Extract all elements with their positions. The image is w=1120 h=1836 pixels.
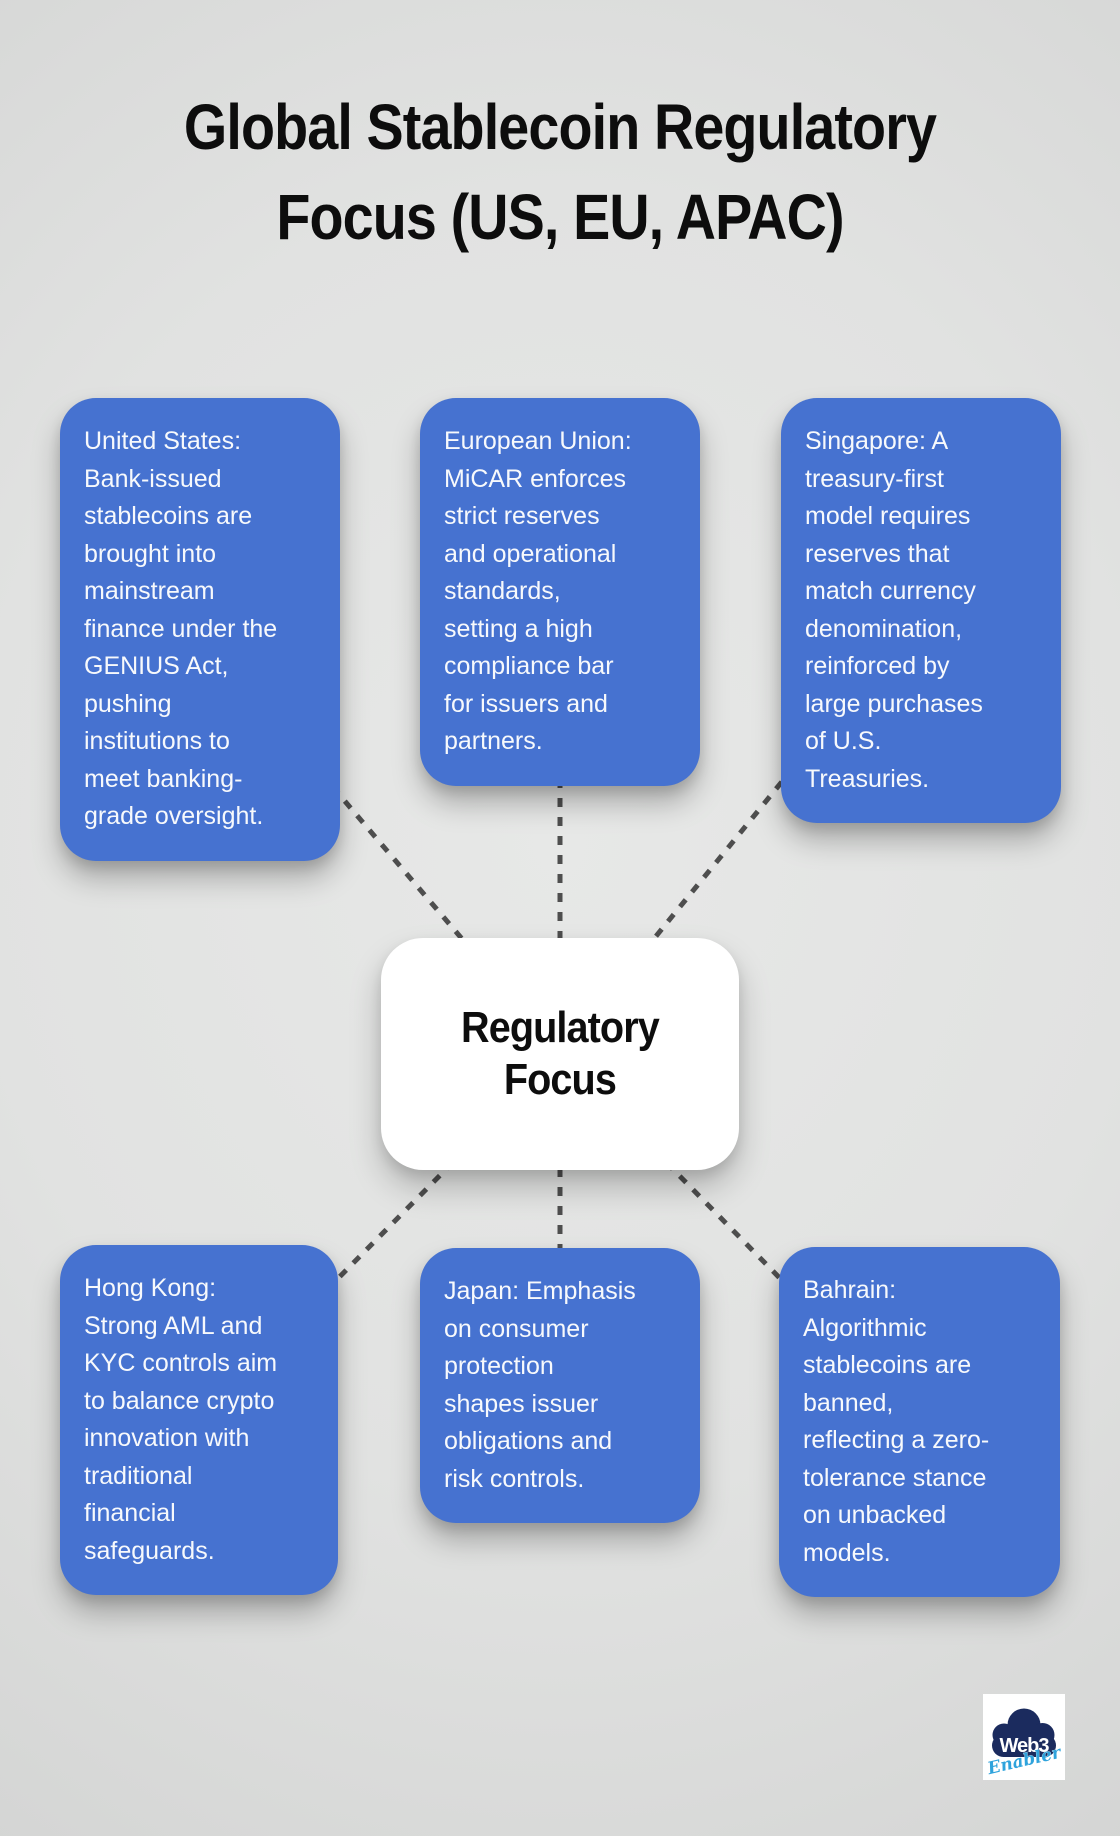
node-united-states: United States: Bank-issued stablecoins a… xyxy=(60,398,340,861)
central-node: Regulatory Focus xyxy=(381,938,739,1170)
page-title: Global Stablecoin Regulatory Focus (US, … xyxy=(183,91,937,253)
node-bahrain: Bahrain: Algorithmic stablecoins are ban… xyxy=(779,1247,1060,1597)
logo-text-web3: Web3 xyxy=(1000,1735,1050,1757)
web3-enabler-logo: Web3 Enabler xyxy=(983,1694,1065,1780)
node-japan: Japan: Emphasis on consumer protection s… xyxy=(420,1248,700,1523)
node-european-union: European Union: MiCAR enforces strict re… xyxy=(420,398,700,786)
node-singapore: Singapore: A treasury-first model requir… xyxy=(781,398,1061,823)
central-node-label: Regulatory Focus xyxy=(461,1003,660,1104)
node-hong-kong: Hong Kong: Strong AML and KYC controls a… xyxy=(60,1245,338,1595)
cloud-icon: Web3 Enabler xyxy=(984,1708,1064,1780)
